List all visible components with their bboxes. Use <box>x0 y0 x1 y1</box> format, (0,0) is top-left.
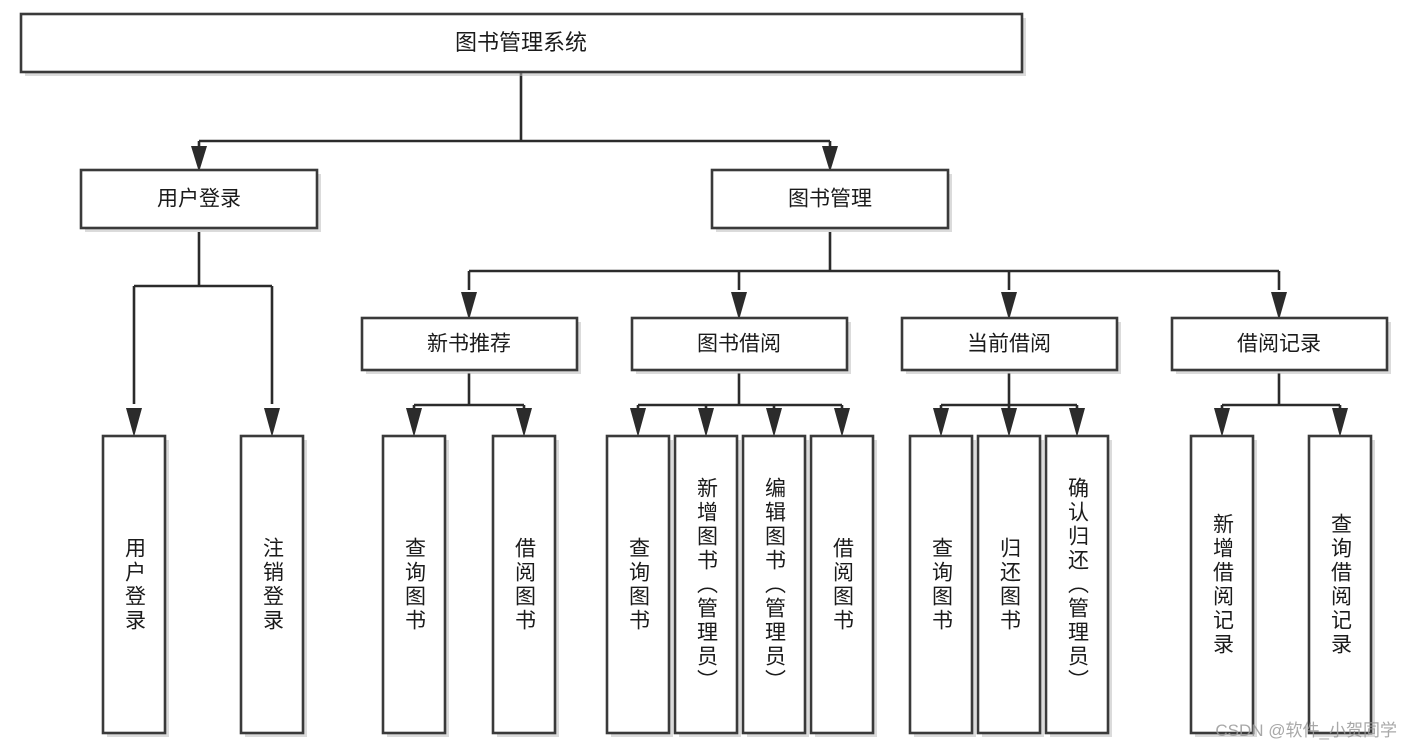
leaf-box-user-login[interactable] <box>101 434 167 735</box>
arrow-head-leaf-return-book <box>1001 408 1017 437</box>
node-borrow-record-box[interactable] <box>1170 316 1389 372</box>
node-borrow-record[interactable]: 借阅记录 <box>1170 316 1391 374</box>
node-root-box[interactable] <box>19 12 1024 74</box>
arrow-head-leaf-user-login <box>126 408 142 437</box>
leaf-box-add-record[interactable] <box>1189 434 1255 735</box>
node-new-book-recommend[interactable]: 新书推荐 <box>360 316 581 374</box>
connector-group-current-borrow <box>933 373 1085 437</box>
arrow-head-leaf-query-book-1 <box>406 408 422 437</box>
node-current-borrow-box[interactable] <box>900 316 1119 372</box>
node-book-manage-label: 图书管理 <box>788 188 872 211</box>
arrow-head-leaf-query-book-2 <box>630 408 646 437</box>
arrow-head-leaf-add-book <box>698 408 714 437</box>
leaf-boxes <box>101 434 1375 737</box>
node-book-borrow[interactable]: 图书借阅 <box>630 316 851 374</box>
arrow-head-book-manage <box>822 146 838 172</box>
leaf-box-query-book-2[interactable] <box>605 434 671 735</box>
leaf-box-logout[interactable] <box>239 434 305 735</box>
node-book-manage[interactable]: 图书管理 <box>710 168 952 232</box>
arrow-head-new-book <box>461 292 477 320</box>
arrow-head-leaf-edit-book <box>766 408 782 437</box>
leaf-box-add-book[interactable] <box>673 434 739 735</box>
arrow-head-current-borrow <box>1001 292 1017 320</box>
node-root[interactable]: 图书管理系统 <box>19 12 1026 76</box>
leaf-box-borrow-book-2[interactable] <box>809 434 875 735</box>
leaf-box-return-book[interactable] <box>976 434 1042 735</box>
watermark-text: CSDN @软件_小贺同学 <box>1215 721 1397 740</box>
node-book-borrow-box[interactable] <box>630 316 849 372</box>
leaf-box-query-book-1[interactable] <box>381 434 447 735</box>
connector-group-root <box>191 73 838 172</box>
node-borrow-record-label: 借阅记录 <box>1237 333 1321 356</box>
leaf-box-edit-book[interactable] <box>741 434 807 735</box>
node-new-book-recommend-label: 新书推荐 <box>427 333 511 356</box>
arrow-head-leaf-confirm-return <box>1069 408 1085 437</box>
connector-group-borrow-record <box>1214 373 1348 437</box>
node-root-label: 图书管理系统 <box>455 30 587 55</box>
leaf-box-confirm-return[interactable] <box>1044 434 1110 735</box>
arrow-head-leaf-borrow-book-2 <box>834 408 850 437</box>
node-current-borrow[interactable]: 当前借阅 <box>900 316 1121 374</box>
arrow-head-leaf-query-record <box>1332 408 1348 437</box>
arrow-head-leaf-add-record <box>1214 408 1230 437</box>
connector-group-book-borrow <box>630 373 850 437</box>
node-book-manage-box[interactable] <box>710 168 950 230</box>
connector-group-book-manage <box>461 232 1287 320</box>
arrow-head-leaf-borrow-book-1 <box>516 408 532 437</box>
leaf-box-query-book-3[interactable] <box>908 434 974 735</box>
arrow-head-leaf-logout <box>264 408 280 437</box>
node-user-login-label: 用户登录 <box>157 188 241 211</box>
leaf-box-query-record[interactable] <box>1307 434 1373 735</box>
node-current-borrow-label: 当前借阅 <box>967 333 1051 356</box>
leaf-box-borrow-book-1[interactable] <box>491 434 557 735</box>
node-user-login-box[interactable] <box>79 168 319 230</box>
arrow-head-user-login <box>191 146 207 172</box>
node-user-login[interactable]: 用户登录 <box>79 168 321 232</box>
node-book-borrow-label: 图书借阅 <box>697 333 781 356</box>
arrow-head-leaf-query-book-3 <box>933 408 949 437</box>
arrow-head-book-borrow <box>731 292 747 320</box>
arrow-head-borrow-record <box>1271 292 1287 320</box>
node-new-book-recommend-box[interactable] <box>360 316 579 372</box>
connector-group-user-login <box>126 232 280 437</box>
connector-group-new-book <box>406 373 532 437</box>
